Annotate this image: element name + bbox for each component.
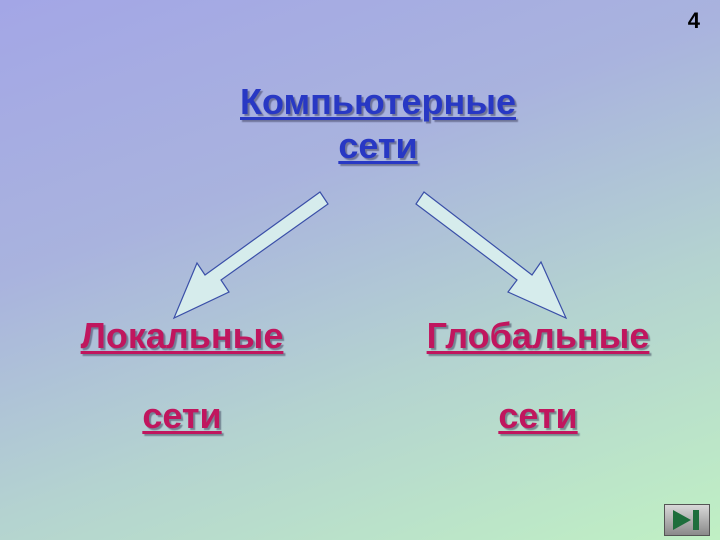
branch-global-networks: Глобальные сети [388, 314, 688, 438]
branch-global-line-1: Глобальные [426, 315, 650, 356]
end-of-show-button[interactable] [664, 504, 710, 536]
branch-local-line-1: Локальные [80, 315, 284, 356]
left-arrow [172, 191, 329, 320]
diagram-title: Компьютерные сети [190, 80, 566, 168]
end-of-show-icon [673, 510, 699, 530]
title-line-1: Компьютерные [240, 81, 516, 122]
title-line-2: сети [338, 125, 418, 166]
slide-number: 4 [687, 8, 700, 33]
branch-local-networks: Локальные сети [32, 314, 332, 438]
branch-global-line-2: сети [498, 395, 578, 436]
right-arrow [415, 191, 568, 320]
branch-local-line-2: сети [142, 395, 222, 436]
